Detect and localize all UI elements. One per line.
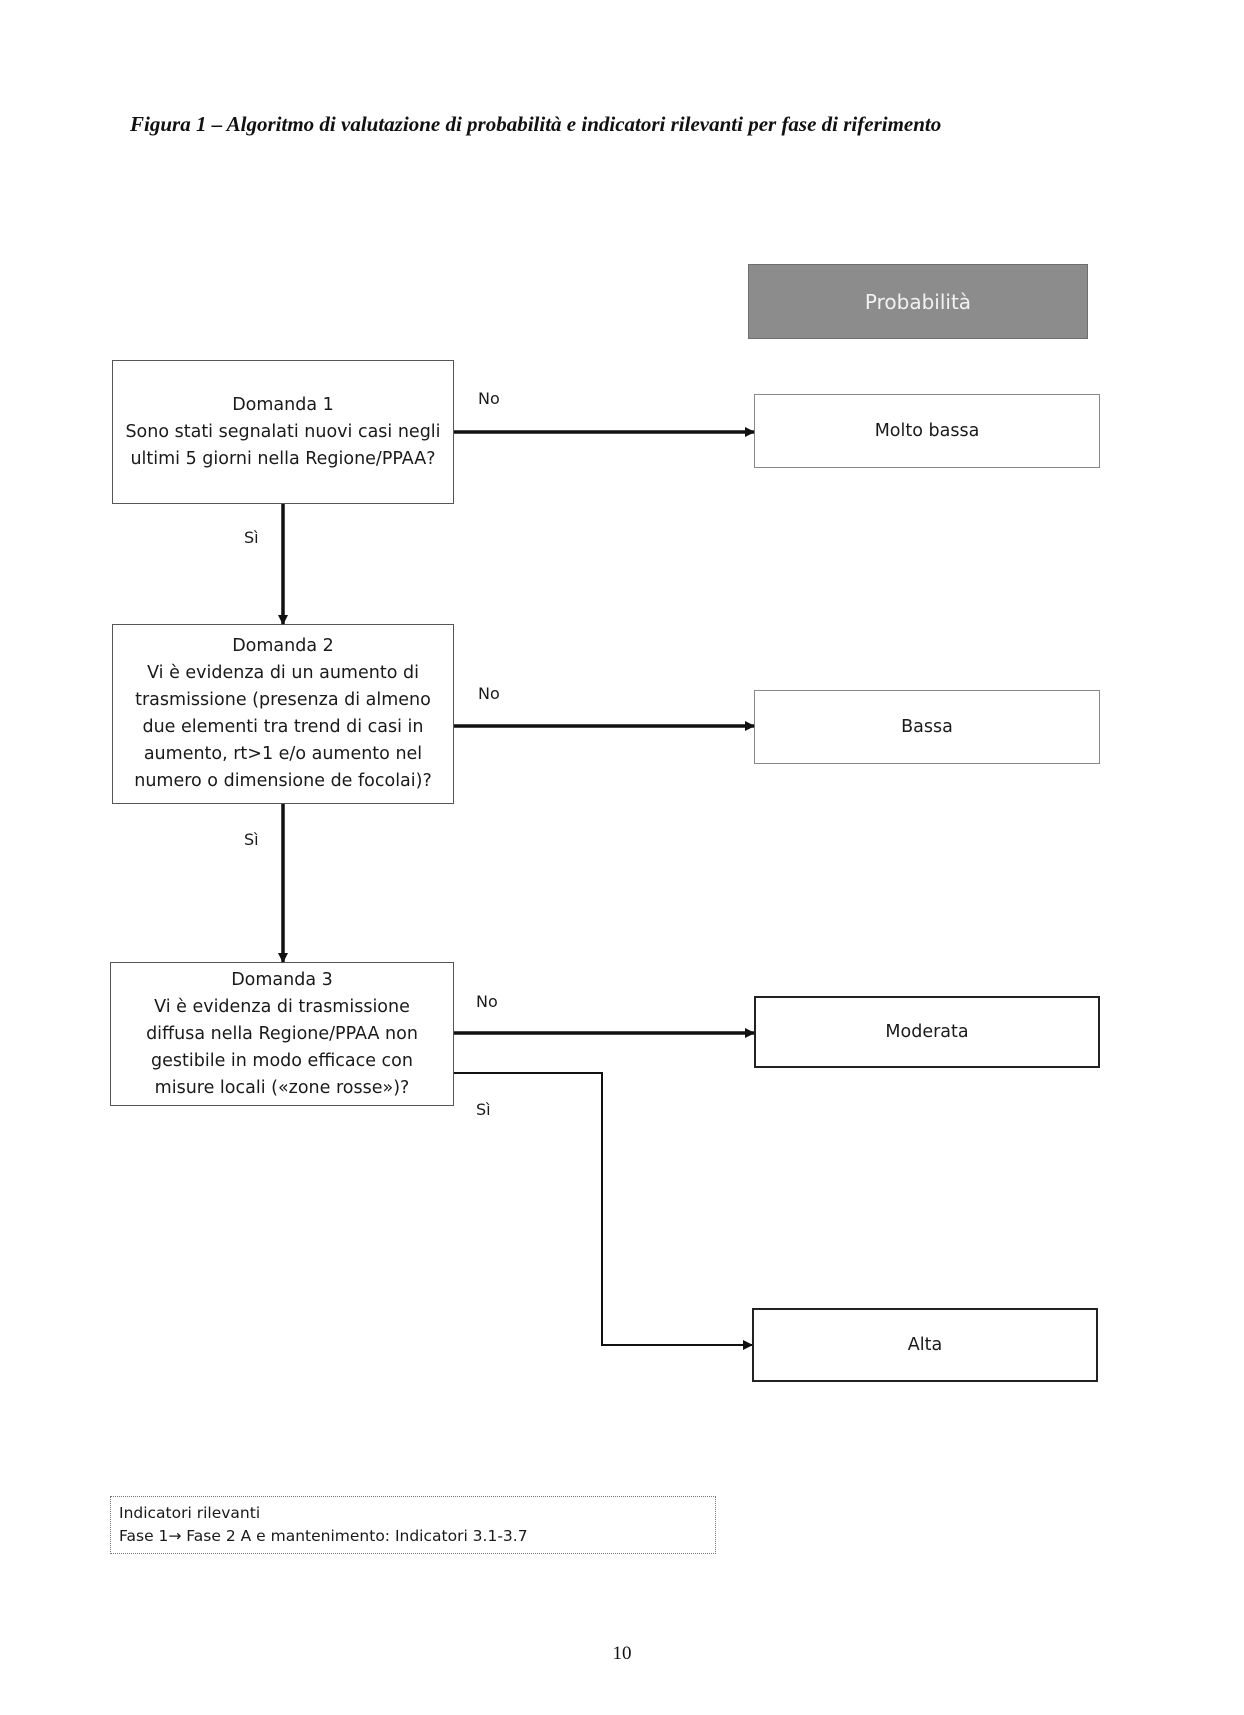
question-2-title: Domanda 2 — [232, 636, 334, 656]
edge-label-no-3: No — [476, 992, 498, 1011]
question-1-line: ultimi 5 giorni nella Regione/PPAA? — [130, 448, 436, 469]
outcome-bassa: Bassa — [754, 690, 1100, 764]
edge-label-no-1: No — [478, 389, 500, 408]
question-1-line: Sono stati segnalati nuovi casi negli — [125, 421, 441, 442]
page-number: 10 — [612, 1643, 632, 1664]
indicators-note-title: Indicatori rilevanti — [119, 1504, 261, 1522]
question-2-line: aumento, rt>1 e/o aumento nel — [143, 744, 423, 764]
question-1-title: Domanda 1 — [232, 394, 334, 415]
question-2-line: Vi è evidenza di un aumento di — [147, 663, 419, 683]
question-2-line: numero o dimensione de focolai)? — [134, 771, 432, 791]
question-3-line: Vi è evidenza di trasmissione — [154, 996, 410, 1017]
question-3-line: diffusa nella Regione/PPAA non — [146, 1023, 418, 1044]
indicators-note: Indicatori rilevanti Fase 1→ Fase 2 A e … — [110, 1496, 716, 1554]
edge-label-yes-3: Sì — [476, 1100, 491, 1119]
edge-label-no-2: No — [478, 684, 500, 703]
question-3-title: Domanda 3 — [231, 969, 333, 990]
outcome-moderata: Moderata — [754, 996, 1100, 1068]
question-3-line: gestibile in modo efficace con — [151, 1050, 413, 1071]
question-1-box: Domanda 1 Sono stati segnalati nuovi cas… — [112, 360, 454, 504]
question-2-line: trasmissione (presenza di almeno — [135, 690, 431, 710]
question-2-line: due elementi tra trend di casi in — [142, 717, 424, 737]
outcome-molto-bassa: Molto bassa — [754, 394, 1100, 468]
figure-caption: Figura 1 – Algoritmo di valutazione di p… — [130, 112, 942, 136]
arrow-q3-to-alta — [454, 1072, 753, 1350]
edge-label-yes-1: Sì — [244, 528, 259, 547]
probability-header: Probabilità — [748, 264, 1088, 339]
indicators-note-text: Fase 1→ Fase 2 A e mantenimento: Indicat… — [119, 1527, 528, 1545]
question-3-line: misure locali («zone rosse»)? — [154, 1077, 410, 1098]
edge-label-yes-2: Sì — [244, 830, 259, 849]
outcome-alta: Alta — [752, 1308, 1098, 1382]
question-3-box: Domanda 3 Vi è evidenza di trasmissione … — [110, 962, 454, 1106]
